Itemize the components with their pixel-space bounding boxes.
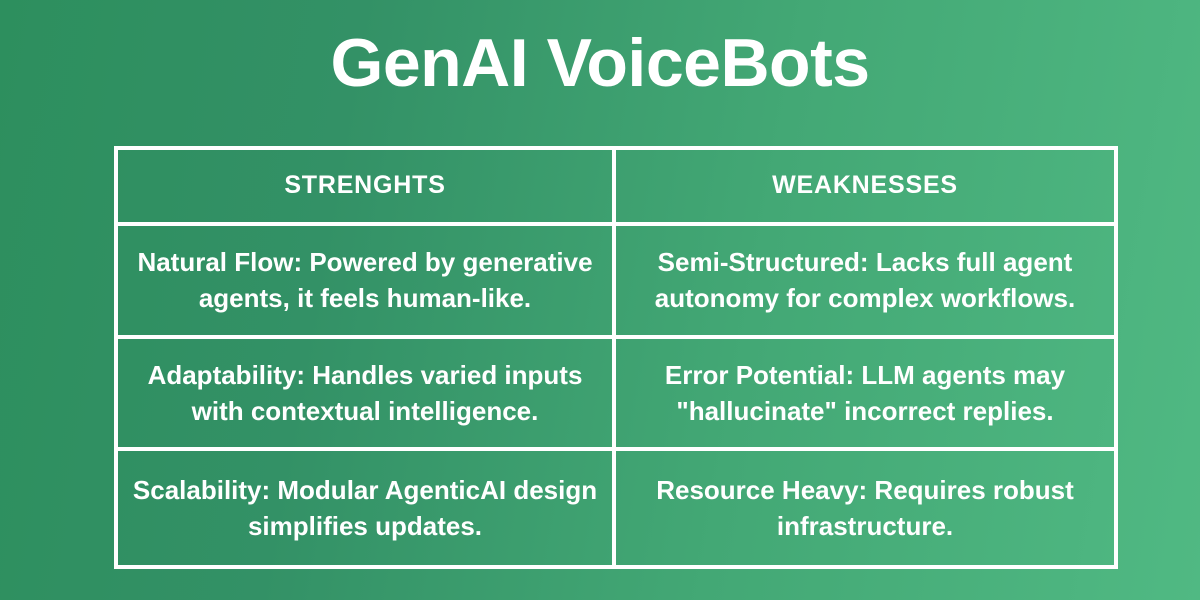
weakness-cell-1: Semi-Structured: Lacks full agent autono… [654,247,1076,314]
column-header-weaknesses: WEAKNESSES [772,171,958,200]
table-row: Scalability: Modular AgenticAI design si… [118,451,1114,566]
weakness-cell-3: Resource Heavy: Requires robust infrastr… [656,475,1074,542]
table-row: Adaptability: Handles varied inputs with… [118,338,1114,452]
table-header-row: STRENGHTS WEAKNESSES [118,150,1114,226]
table-row: Natural Flow: Powered by generative agen… [118,225,1114,339]
strength-cell-1: Natural Flow: Powered by generative agen… [118,225,616,335]
weakness-cell-2: Error Potential: LLM agents may "halluci… [664,359,1066,426]
column-header-strengths: STRENGHTS [118,150,616,222]
strength-cell-2: Adaptability: Handles varied inputs with… [118,338,616,448]
comparison-table: STRENGHTS WEAKNESSES Natural Flow: Power… [114,146,1118,569]
strength-cell-3: Scalability: Modular AgenticAI design si… [118,451,616,566]
page-title: GenAI VoiceBots [330,25,870,101]
